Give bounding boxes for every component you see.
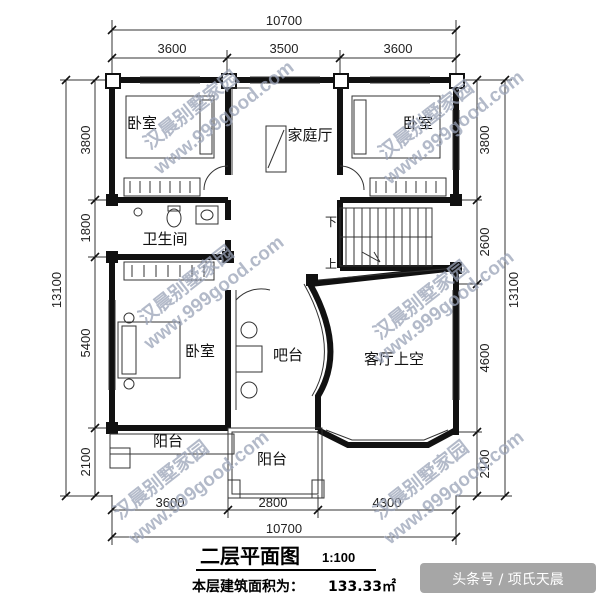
- living-void: [303, 265, 458, 448]
- balcony-bottom-label: 阳台: [257, 450, 287, 468]
- bedroom-sw-label: 卧室: [185, 342, 215, 360]
- top-dimensions: 10700 3600 3500 3600: [107, 13, 461, 80]
- balcony-left-label: 阳台: [153, 432, 183, 450]
- walls: [109, 77, 459, 435]
- left-dim-3: 5400: [78, 329, 93, 358]
- beds: [117, 95, 441, 390]
- plan-scale: 1:100: [322, 550, 355, 565]
- right-dim-4: 2100: [477, 450, 492, 479]
- stair-up-label: 上: [325, 257, 337, 271]
- family-hall-features: [203, 87, 365, 191]
- left-dimensions: 13100 3800 1800 5400 2100: [49, 75, 112, 501]
- left-total-dim: 13100: [49, 272, 64, 308]
- top-dim-3: 3600: [384, 41, 413, 56]
- right-dim-1: 3800: [477, 126, 492, 155]
- room-labels: 卧室 卧室 家庭厅 卫生间 卧室 吧台 客厅上空 阳台 阳台 下 上: [127, 114, 433, 468]
- top-dim-2: 3500: [270, 41, 299, 56]
- right-dim-3: 4600: [477, 344, 492, 373]
- bathroom-fixtures: [133, 205, 219, 228]
- bottom-dim-2: 2800: [259, 495, 288, 510]
- plan-title: 二层平面图: [200, 544, 300, 568]
- right-dim-2: 2600: [477, 228, 492, 257]
- left-dim-1: 3800: [78, 126, 93, 155]
- bedroom-nw-label: 卧室: [127, 114, 157, 132]
- bar-furniture: [235, 288, 271, 410]
- credit-text: 头条号 / 项氏天晨: [452, 571, 564, 588]
- wardrobes: [123, 177, 447, 281]
- bedroom-ne-label: 卧室: [403, 114, 433, 132]
- title-block: 二层平面图 1:100 本层建筑面积为： 133.33㎡: [192, 544, 396, 595]
- balconies: [109, 427, 325, 499]
- area-value: 133.33㎡: [328, 578, 396, 595]
- stair-down-label: 下: [325, 215, 337, 229]
- left-dim-4: 2100: [78, 448, 93, 477]
- bottom-dimensions: 3600 2800 4300 10700: [107, 495, 461, 545]
- bar-label: 吧台: [273, 346, 303, 364]
- bottom-dim-1: 3600: [156, 495, 185, 510]
- area-label: 本层建筑面积为：: [192, 578, 304, 595]
- left-dim-2: 1800: [78, 214, 93, 243]
- living-void-label: 客厅上空: [364, 350, 424, 368]
- top-dim-1: 3600: [158, 41, 187, 56]
- bathroom-label: 卫生间: [142, 230, 187, 248]
- bottom-dim-3: 4300: [373, 495, 402, 510]
- family-hall-label: 家庭厅: [287, 126, 332, 144]
- bottom-total-dim: 10700: [266, 521, 302, 536]
- credit-overlay: 头条号 / 项氏天晨: [420, 563, 596, 593]
- right-dimensions: 3800 2600 4600 2100 13100: [456, 75, 521, 501]
- windows: [108, 76, 460, 400]
- top-total-dim: 10700: [266, 13, 302, 28]
- right-total-dim: 13100: [506, 272, 521, 308]
- staircase: [339, 207, 433, 267]
- columns: [105, 73, 465, 434]
